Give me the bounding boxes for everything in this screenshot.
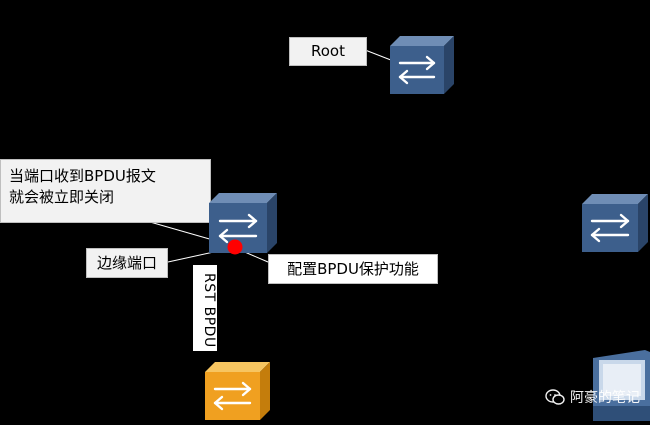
edge-port-dot [226, 238, 244, 260]
shutdown-note-line1: 当端口收到BPDU报文 [9, 167, 156, 185]
edge-port-label-box: 边缘端口 [86, 248, 168, 278]
switch-icon [390, 36, 454, 94]
pc-host [585, 350, 650, 425]
middle-switch [209, 193, 279, 259]
switch-icon [209, 193, 277, 253]
access-switch-orange [205, 362, 271, 425]
root-switch [390, 36, 454, 100]
watermark-text: 阿豪的笔记 [570, 390, 640, 406]
edge-port-label: 边缘端口 [96, 254, 157, 272]
right-switch [582, 194, 650, 258]
root-label-box: Root [289, 37, 367, 66]
watermark: 阿豪的笔记 [545, 387, 640, 407]
root-label: Root [311, 42, 345, 60]
bpdu-protection-label: 配置BPDU保护功能 [287, 260, 419, 278]
shutdown-note-box: 当端口收到BPDU报文 就会被立即关闭 [0, 159, 211, 223]
wechat-icon [545, 389, 565, 405]
shutdown-note-line2: 就会被立即关闭 [9, 188, 115, 206]
pc-icon [593, 350, 650, 421]
switch-icon [582, 194, 648, 252]
bpdu-protection-box: 配置BPDU保护功能 [268, 254, 438, 284]
red-dot-icon [227, 239, 243, 255]
rst-bpdu-label: RST BPDU [193, 265, 217, 351]
switch-icon [205, 362, 270, 420]
